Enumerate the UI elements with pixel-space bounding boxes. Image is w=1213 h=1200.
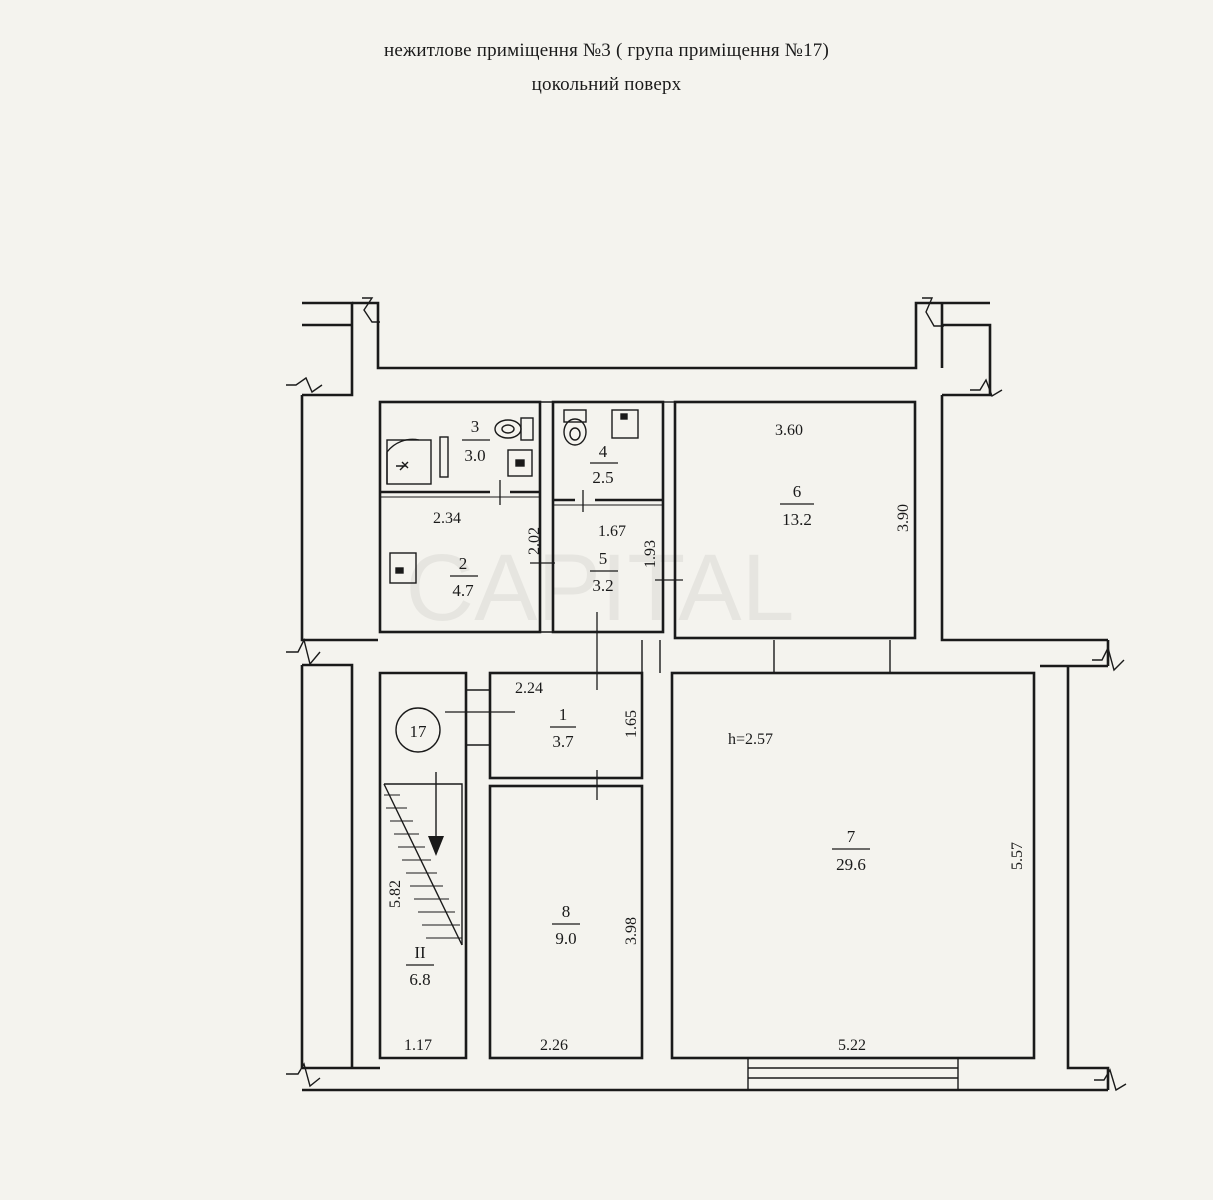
watermark-text: CAPITAL [406, 535, 795, 641]
svg-text:3.2: 3.2 [592, 576, 613, 595]
group-number: 17 [410, 722, 428, 741]
room-label-6: 6 13.2 [780, 482, 814, 529]
dim-room-5-height: 1.93 [642, 540, 659, 568]
room-label-4: 4 2.5 [590, 442, 618, 487]
sink-icon [507, 449, 533, 477]
dim-room-6-width: 3.60 [775, 422, 803, 439]
room-label-7: 7 29.6 [832, 827, 870, 874]
svg-text:29.6: 29.6 [836, 855, 866, 874]
dim-room-6-height: 3.90 [895, 504, 912, 532]
room-1-outline [488, 671, 644, 780]
svg-text:6: 6 [793, 482, 802, 501]
toilet-icon [563, 409, 587, 446]
exterior-walls [300, 301, 1110, 1092]
svg-text:2: 2 [459, 554, 468, 573]
toilet-icon [494, 417, 534, 441]
dim-room-5-width: 1.67 [598, 523, 626, 540]
svg-text:7: 7 [847, 827, 856, 846]
sink-icon [389, 552, 417, 584]
svg-text:9.0: 9.0 [555, 929, 576, 948]
svg-text:6.8: 6.8 [409, 970, 430, 989]
dim-room-2-height: 2.02 [526, 527, 543, 555]
room-6-outline [673, 400, 917, 640]
room-4-5-outline [551, 400, 665, 634]
dim-room-8-height: 3.98 [623, 917, 640, 945]
svg-text:4.7: 4.7 [452, 581, 474, 600]
svg-text:8: 8 [562, 902, 571, 921]
dim-room-II-width: 1.17 [404, 1037, 432, 1054]
room-label-5: 5 3.2 [590, 549, 618, 595]
dim-room-7-width: 5.22 [838, 1037, 866, 1054]
dimension-labels: 2.34 2.02 1.67 1.93 3.60 3.90 2.24 1.65 … [387, 422, 1026, 1054]
room-labels: 3 3.0 4 2.5 2 4.7 5 3.2 6 1 [406, 417, 870, 989]
room-outlines [378, 400, 1036, 1060]
room-2-3-outline [378, 400, 542, 634]
room-label-2: 2 4.7 [450, 554, 478, 600]
svg-text:4: 4 [599, 442, 608, 461]
svg-text:II: II [414, 943, 426, 962]
window-bottom [747, 1057, 959, 1091]
door-marks [445, 480, 683, 800]
plan-title: нежитлове приміщення №3 ( група приміщен… [383, 40, 829, 61]
plan-subtitle: цокольний поверх [531, 74, 682, 95]
wall-break-marks [286, 297, 1127, 1092]
sink-icon [611, 409, 639, 439]
dim-room-8-width: 2.26 [540, 1037, 568, 1054]
svg-text:3: 3 [471, 417, 480, 436]
svg-text:3.0: 3.0 [464, 446, 485, 465]
room-label-II: II 6.8 [406, 943, 434, 989]
dim-room-1-height: 1.65 [623, 710, 640, 738]
svg-text:13.2: 13.2 [782, 510, 812, 529]
counter-icon [439, 436, 449, 478]
arrow-down-icon [428, 836, 444, 856]
room-label-1: 1 3.7 [550, 705, 576, 751]
room-label-3: 3 3.0 [462, 417, 490, 465]
staircase: 17 [383, 707, 463, 946]
dim-room-2-width: 2.34 [433, 510, 461, 527]
dim-room-II-height: 5.82 [387, 880, 404, 908]
svg-text:2.5: 2.5 [592, 468, 613, 487]
group-number-circle [395, 707, 441, 753]
svg-text:1: 1 [559, 705, 568, 724]
room-label-8: 8 9.0 [552, 902, 580, 948]
ceiling-height-label: h=2.57 [728, 731, 773, 748]
fixtures [386, 409, 639, 584]
dim-room-7-height: 5.57 [1009, 842, 1026, 870]
shower-icon [386, 438, 432, 485]
svg-text:3.7: 3.7 [552, 732, 574, 751]
partition-lines [466, 401, 891, 746]
dim-room-1-width: 2.24 [515, 680, 543, 697]
room-8-outline [488, 784, 644, 1060]
room-II-outline [378, 671, 468, 1060]
svg-text:5: 5 [599, 549, 608, 568]
